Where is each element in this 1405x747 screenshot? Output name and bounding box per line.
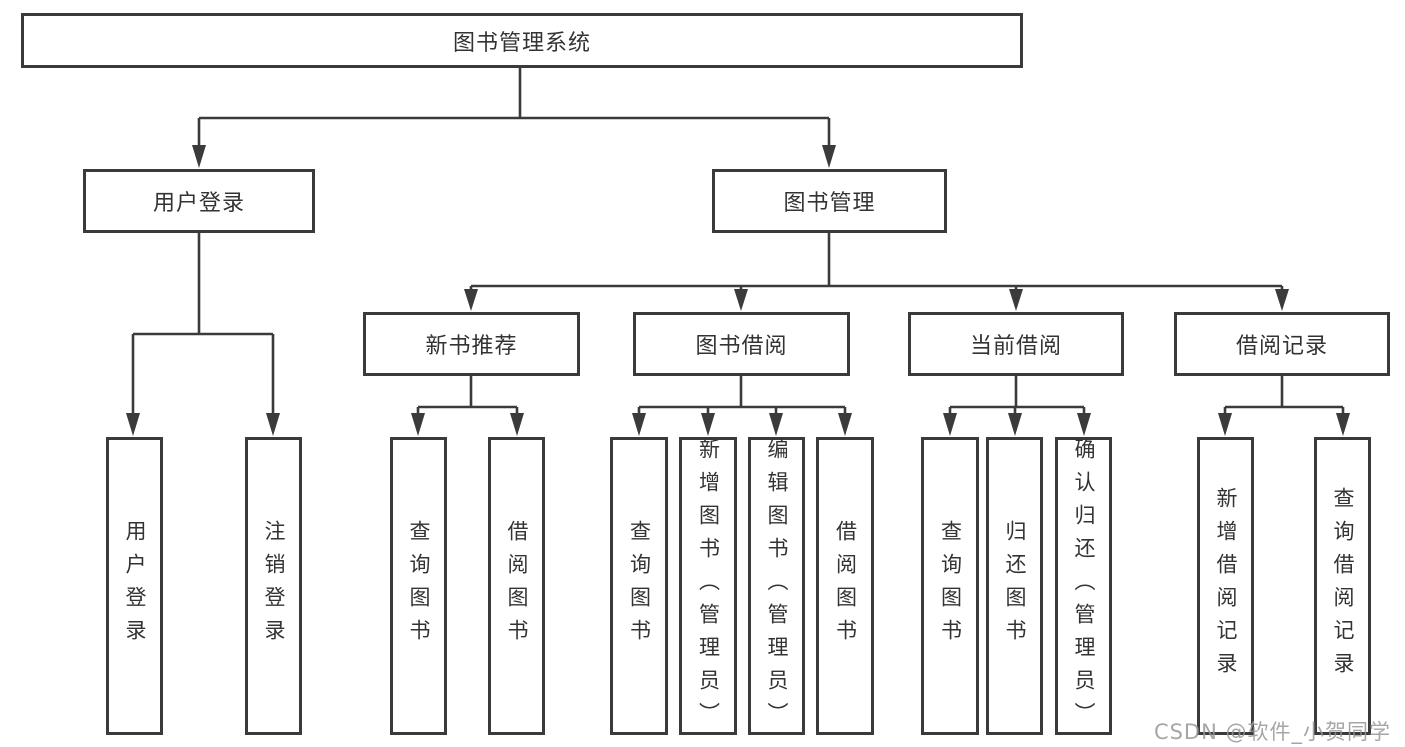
leaf-confirm-return-admin: 确认归还（管理员） (1055, 437, 1112, 735)
leaf-user-login: 用户登录 (106, 437, 163, 735)
leaf-query-books: 查询图书 (390, 437, 447, 735)
leaf-query-books: 查询图书 (921, 437, 979, 735)
leaf-label: 借阅图书 (833, 520, 858, 652)
leaf-borrow-books: 借阅图书 (816, 437, 874, 735)
node-label: 图书管理系统 (452, 30, 591, 56)
node-new-book-recommend: 新书推荐 (363, 312, 580, 376)
leaf-edit-books-admin: 编辑图书（管理员） (748, 437, 805, 735)
leaf-borrow-books: 借阅图书 (488, 437, 545, 735)
leaf-label: 新增图书（管理员） (696, 437, 721, 735)
node-label: 图书借阅 (695, 334, 788, 359)
leaf-label: 查询借阅记录 (1331, 487, 1355, 685)
node-borrow-records: 借阅记录 (1174, 312, 1390, 376)
leaf-label: 确认归还（管理员） (1072, 437, 1096, 735)
node-user-login: 用户登录 (83, 169, 315, 233)
csdn-watermark: CSDN @软件_小贺同学 (1153, 720, 1391, 744)
leaf-logout: 注销登录 (245, 437, 302, 735)
leaf-add-books-admin: 新增图书（管理员） (679, 437, 737, 735)
leaf-query-borrow-record: 查询借阅记录 (1314, 437, 1371, 735)
node-current-borrowing: 当前借阅 (908, 312, 1124, 376)
leaf-return-books: 归还图书 (986, 437, 1043, 735)
leaf-label: 编辑图书（管理员） (765, 437, 789, 735)
leaf-add-borrow-record: 新增借阅记录 (1197, 437, 1254, 735)
leaf-label: 用户登录 (123, 520, 147, 652)
node-label: 用户登录 (152, 191, 245, 216)
leaf-label: 新增借阅记录 (1214, 487, 1238, 685)
node-book-management: 图书管理 (712, 169, 947, 233)
leaf-label: 归还图书 (1003, 520, 1027, 652)
leaf-label: 查询图书 (627, 520, 652, 652)
leaf-query-books: 查询图书 (610, 437, 668, 735)
node-library-management-system: 图书管理系统 (21, 13, 1023, 68)
node-label: 新书推荐 (425, 334, 518, 359)
leaf-label: 查询图书 (407, 520, 431, 652)
leaf-label: 借阅图书 (505, 520, 529, 652)
node-label: 图书管理 (783, 191, 876, 216)
node-label: 借阅记录 (1235, 334, 1328, 359)
leaf-label: 注销登录 (262, 520, 286, 652)
node-book-borrowing: 图书借阅 (633, 312, 850, 376)
leaf-label: 查询图书 (938, 520, 963, 652)
node-label: 当前借阅 (969, 334, 1062, 359)
